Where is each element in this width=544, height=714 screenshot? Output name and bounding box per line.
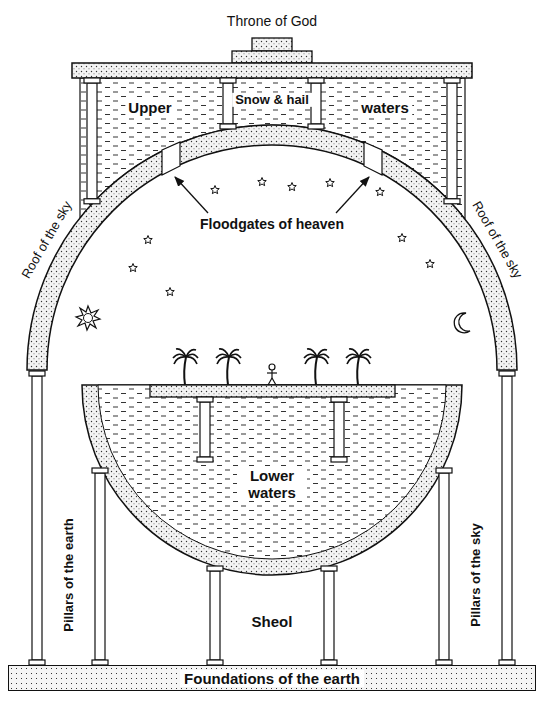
column — [499, 371, 515, 665]
star — [376, 188, 385, 196]
column — [207, 566, 223, 665]
column — [197, 397, 213, 462]
region-label: Snow & hail — [232, 93, 312, 107]
star — [426, 260, 435, 268]
throne — [252, 38, 292, 51]
star — [211, 186, 220, 194]
region-label: Upper — [125, 100, 174, 117]
arc-label: Roof of the sky — [18, 196, 77, 283]
region-label: waters — [358, 100, 412, 117]
floodgate — [162, 142, 180, 175]
star — [258, 178, 267, 186]
leader-arrow — [175, 177, 208, 213]
palm-tree — [346, 349, 371, 385]
heaven-slab — [72, 63, 472, 78]
callout-label: Floodgates of heaven — [197, 217, 347, 232]
arc-label: Roof of the sky — [468, 196, 527, 283]
column — [331, 397, 347, 462]
star — [398, 234, 407, 242]
lower-waters — [98, 385, 446, 559]
star — [129, 264, 138, 272]
palm-tree — [173, 349, 198, 385]
upper-waters — [80, 78, 465, 219]
title-label: Throne of God — [224, 14, 320, 29]
star — [288, 183, 297, 191]
land-disc — [150, 385, 395, 397]
palm-tree — [304, 349, 329, 385]
region-label: Sheol — [249, 614, 296, 631]
star — [326, 179, 335, 187]
moon — [454, 313, 470, 333]
pillar-label: Pillars of the sky — [469, 520, 483, 629]
foundation-band: Foundations of the earth — [8, 665, 536, 691]
floodgate — [364, 142, 382, 175]
sun — [76, 306, 100, 330]
sky-dome — [27, 125, 517, 370]
throne-base — [232, 51, 312, 63]
column — [29, 371, 45, 665]
column — [92, 468, 108, 665]
column — [321, 566, 337, 665]
node-text: Foundations of the earth — [180, 670, 364, 687]
star — [166, 288, 175, 296]
column — [444, 78, 460, 204]
earth-bowl — [82, 385, 462, 575]
star — [144, 236, 153, 244]
pillar-label: Pillars of the earth — [62, 515, 76, 634]
palm-tree — [216, 349, 241, 385]
column — [84, 78, 100, 204]
leader-arrow — [336, 177, 369, 213]
region-label: Lower waters — [237, 468, 307, 501]
person — [267, 364, 277, 385]
column — [436, 468, 452, 665]
